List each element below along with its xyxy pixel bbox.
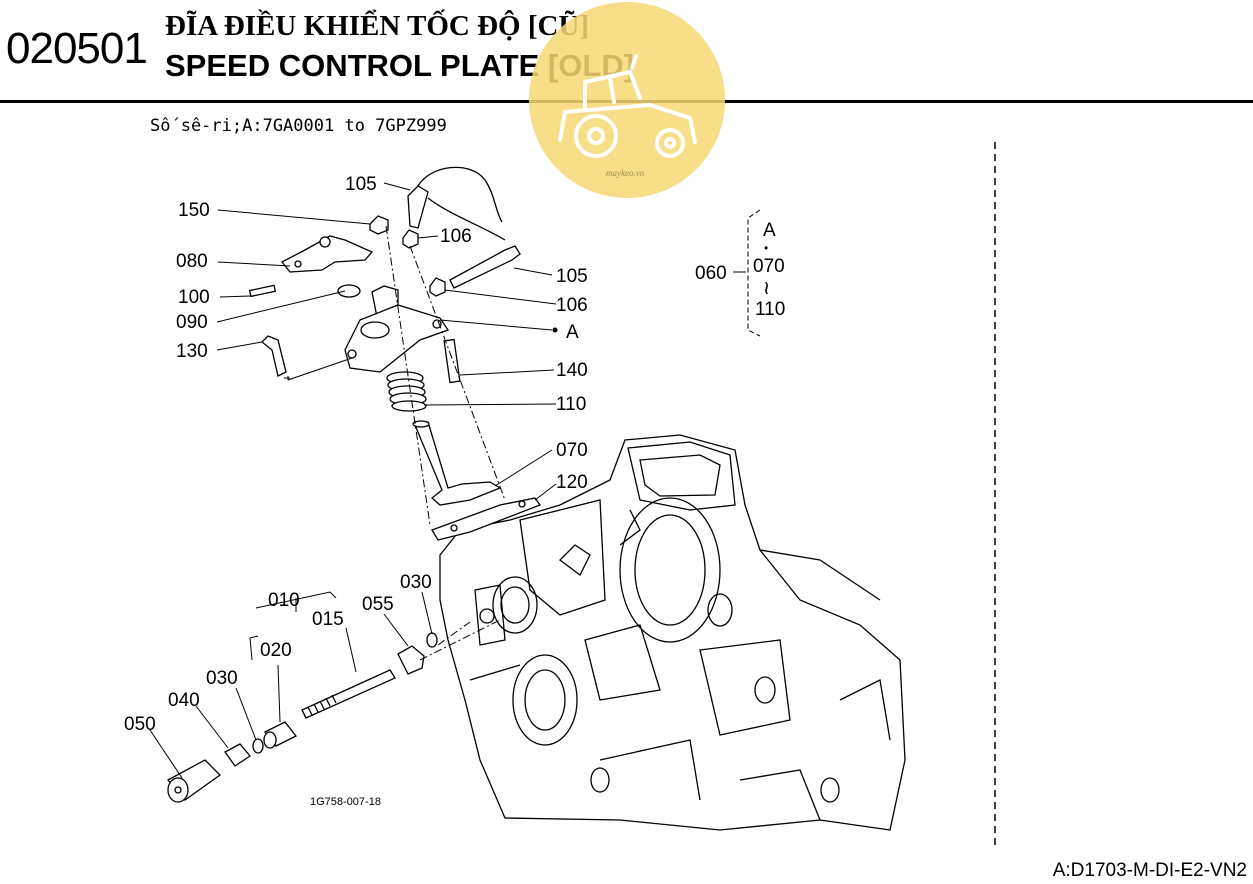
label-015: 015 [312, 609, 344, 630]
label-020: 020 [260, 640, 292, 661]
watermark-text: maykeo.vn [606, 168, 645, 178]
serial-range: Số sê-ri;A:7GA0001 to 7GPZ999 [150, 116, 447, 136]
washer-090 [337, 284, 361, 298]
shaft-070 [414, 421, 502, 506]
title-vietnamese: ĐĨA ĐIỀU KHIỂN TỐC ĐỘ [CŨ] [165, 10, 590, 42]
nut-150 [369, 215, 389, 235]
legend-to: 110 [755, 299, 785, 320]
spring-110 [386, 371, 427, 412]
label-130: 130 [176, 341, 208, 362]
legend-top: A [763, 220, 776, 241]
label-105-upper: 105 [345, 174, 377, 195]
label-050: 050 [124, 714, 156, 735]
label-140: 140 [556, 360, 588, 381]
label-030-lower: 030 [206, 668, 238, 689]
speed-control-assembly [166, 166, 542, 803]
legend-from: 070 [753, 256, 785, 277]
adjuster-055 [397, 645, 425, 675]
label-030-upper: 030 [400, 572, 432, 593]
washer-030-upper [426, 632, 438, 648]
legend-tilde: ≀ [763, 278, 770, 299]
label-110: 110 [556, 394, 586, 415]
label-120: 120 [556, 472, 588, 493]
bolt-130 [261, 335, 287, 377]
legend-ref: 060 [695, 263, 727, 284]
bolt-105-right [449, 245, 521, 289]
legend-060: 060 A • 070 ≀ 110 [695, 209, 785, 337]
pin-100 [248, 284, 277, 298]
label-100: 100 [178, 287, 210, 308]
alignment-lines [385, 225, 506, 661]
label-A: A [566, 322, 579, 343]
label-106-right: 106 [556, 295, 588, 316]
label-055: 055 [362, 594, 394, 615]
label-040: 040 [168, 690, 200, 711]
nut-106-upper [402, 229, 419, 249]
label-090: 090 [176, 312, 208, 333]
label-080: 080 [176, 251, 208, 272]
footer-model-code: A:D1703-M-DI-E2-VN2 [1052, 860, 1247, 881]
section-code: 020501 [6, 24, 148, 73]
leader-lines [149, 182, 557, 779]
lever-080 [280, 235, 374, 273]
rod-015 [301, 669, 396, 719]
legend-dot: • [764, 241, 768, 255]
tractor-icon [558, 54, 697, 158]
label-010: 010 [268, 590, 300, 611]
plate-body [344, 304, 450, 373]
label-070: 070 [556, 440, 588, 461]
stud-140 [443, 338, 461, 384]
figure-id: 1G758-007-18 [310, 796, 381, 808]
nut-106-right [429, 277, 446, 297]
washer-030-lower [252, 738, 264, 754]
label-150: 150 [178, 200, 210, 221]
label-106-upper: 106 [440, 226, 472, 247]
nut-040 [224, 743, 251, 767]
label-105-right: 105 [556, 266, 588, 287]
gasket-120 [431, 497, 542, 541]
watermark-logo: maykeo.vn [529, 2, 725, 198]
bolt-105-upper [407, 185, 429, 229]
engine-block-drawing [439, 434, 906, 831]
